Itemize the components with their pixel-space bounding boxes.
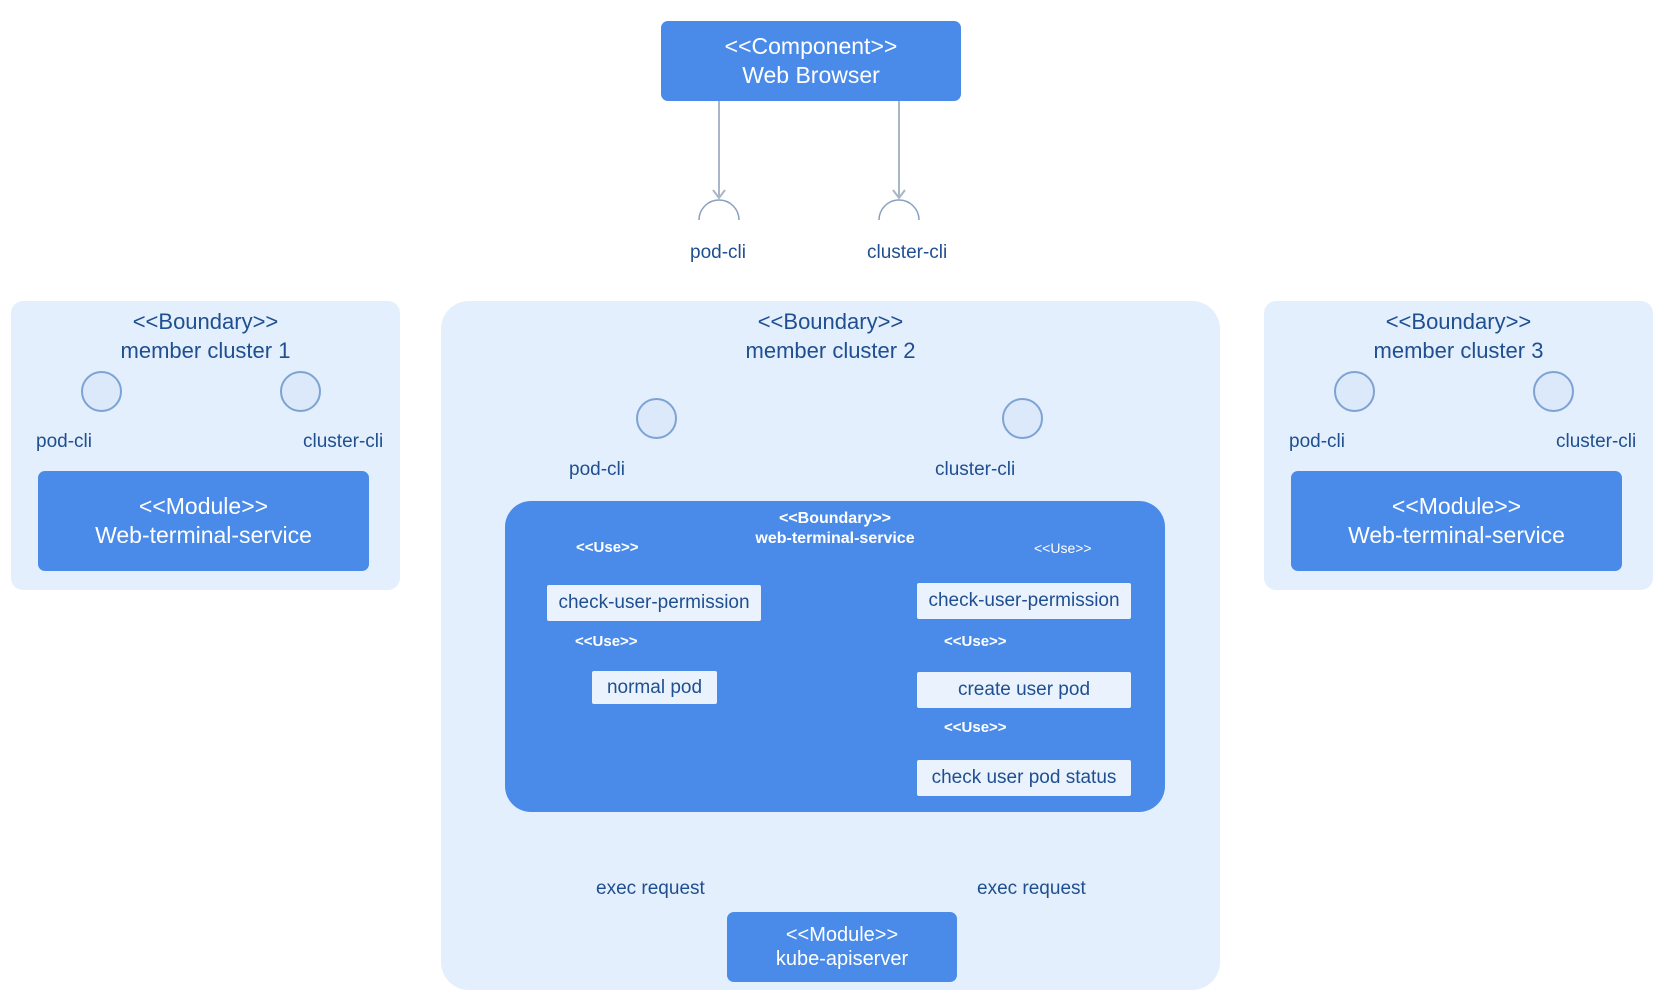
- browser-to-pod-cli-arrow: [712, 189, 726, 200]
- exec-request-right-label: exec request: [977, 878, 1086, 899]
- c2-pod-cli-interface[interactable]: [636, 398, 677, 439]
- c1-module-name: Web-terminal-service: [95, 522, 312, 548]
- left-check-user-permission[interactable]: check-user-permission: [547, 585, 761, 621]
- left-use-label-2: <<Use>>: [575, 633, 638, 650]
- member-cluster-1-stereotype: <<Boundary>>: [132, 309, 279, 334]
- c3-cluster-cli-interface[interactable]: [1533, 371, 1574, 412]
- web-browser-name: Web Browser: [742, 62, 880, 88]
- c1-web-terminal-module[interactable]: <<Module>> Web-terminal-service: [38, 471, 369, 571]
- web-browser-stereotype: <<Component>>: [724, 33, 898, 59]
- member-cluster-2-title: <<Boundary>> member cluster 2: [441, 307, 1220, 365]
- left-use-label-1: <<Use>>: [576, 539, 639, 556]
- kube-apiserver-stereotype: <<Module>>: [785, 924, 899, 946]
- c2-pod-cli-label: pod-cli: [569, 459, 625, 480]
- c2-cluster-cli-label: cluster-cli: [935, 459, 1016, 480]
- c2-cluster-cli-interface[interactable]: [1002, 398, 1043, 439]
- web-terminal-service-title: <<Boundary>> web-terminal-service: [505, 509, 1165, 549]
- web-browser-component[interactable]: <<Component>> Web Browser: [661, 21, 961, 101]
- kube-apiserver-module[interactable]: <<Module>> kube-apiserver: [727, 912, 957, 982]
- pod-cli-socket: [698, 199, 740, 221]
- member-cluster-3-title: <<Boundary>> member cluster 3: [1264, 307, 1653, 365]
- cluster-cli-socket: [878, 199, 920, 221]
- c3-module-stereotype: <<Module>>: [1391, 493, 1522, 519]
- create-user-pod[interactable]: create user pod: [917, 672, 1131, 708]
- exec-request-left-label: exec request: [596, 878, 705, 899]
- member-cluster-3-stereotype: <<Boundary>>: [1385, 309, 1532, 334]
- c3-cluster-cli-label: cluster-cli: [1556, 431, 1637, 452]
- check-user-pod-status[interactable]: check user pod status: [917, 760, 1131, 796]
- web-terminal-service-name: web-terminal-service: [755, 530, 915, 547]
- member-cluster-2-name: member cluster 2: [745, 338, 916, 363]
- c3-module-name: Web-terminal-service: [1348, 522, 1565, 548]
- right-use-label-2: <<Use>>: [944, 633, 1007, 650]
- c1-pod-cli-interface[interactable]: [81, 371, 122, 412]
- member-cluster-3-name: member cluster 3: [1373, 338, 1544, 363]
- c3-pod-cli-label: pod-cli: [1289, 431, 1345, 452]
- normal-pod[interactable]: normal pod: [592, 671, 717, 704]
- c3-web-terminal-module[interactable]: <<Module>> Web-terminal-service: [1291, 471, 1622, 571]
- member-cluster-1-title: <<Boundary>> member cluster 1: [11, 307, 400, 365]
- right-use-label-3: <<Use>>: [944, 719, 1007, 736]
- browser-to-cluster-cli-arrow: [892, 189, 906, 200]
- c1-cluster-cli-interface[interactable]: [280, 371, 321, 412]
- member-cluster-2-stereotype: <<Boundary>>: [757, 309, 904, 334]
- right-use-label-1: <<Use>>: [1034, 540, 1092, 556]
- right-check-user-permission[interactable]: check-user-permission: [917, 583, 1131, 619]
- c3-pod-cli-interface[interactable]: [1334, 371, 1375, 412]
- member-cluster-1-name: member cluster 1: [120, 338, 291, 363]
- top-pod-cli-label: pod-cli: [690, 242, 746, 263]
- c1-module-stereotype: <<Module>>: [138, 493, 269, 519]
- top-cluster-cli-label: cluster-cli: [867, 242, 948, 263]
- kube-apiserver-name: kube-apiserver: [775, 948, 909, 970]
- c1-cluster-cli-label: cluster-cli: [303, 431, 384, 452]
- web-terminal-service-stereotype: <<Boundary>>: [778, 510, 892, 527]
- c1-pod-cli-label: pod-cli: [36, 431, 92, 452]
